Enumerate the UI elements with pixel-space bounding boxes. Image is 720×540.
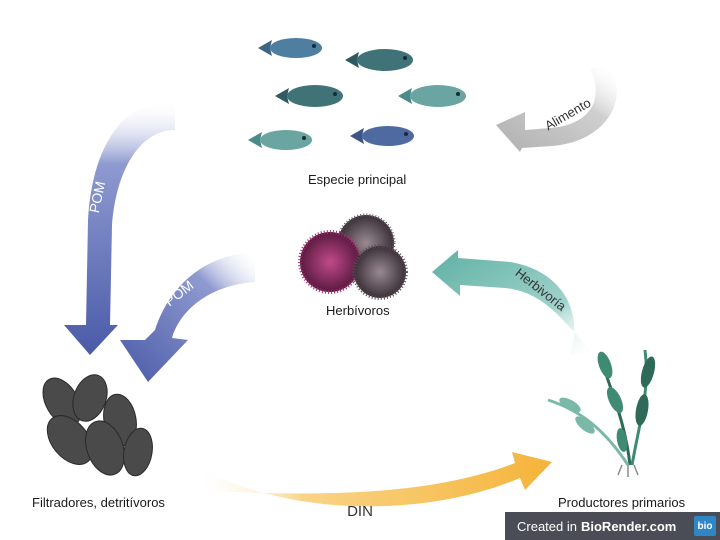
fish-4 (398, 85, 466, 107)
fish-5 (248, 130, 312, 150)
pom-inner-arrow (120, 252, 255, 382)
main-species-label: Especie principal (308, 172, 407, 187)
fish-1 (258, 38, 322, 58)
herbivores-label: Herbívoros (326, 303, 390, 318)
din-arrow (195, 452, 552, 507)
herbivory-arrow (432, 250, 595, 355)
din-arrow-label: DIN (347, 503, 373, 520)
fish-6 (350, 126, 414, 146)
food-arrow (496, 68, 617, 152)
fish-school (248, 38, 466, 150)
watermark-prefix: Created in (517, 518, 577, 534)
watermark-brand: BioRender.com (580, 518, 677, 534)
sea-urchins (298, 213, 408, 300)
mussels (42, 374, 153, 477)
primary-producers-label: Productores primarios (558, 495, 686, 510)
pom-outer-arrow (64, 100, 175, 355)
biorender-logo-icon: bio (694, 516, 716, 536)
fish-2 (345, 49, 413, 71)
fish-3 (275, 85, 343, 107)
biorender-watermark[interactable]: Created in BioRender.com bio (505, 512, 720, 540)
pom-outer-arrow-label: POM (86, 180, 108, 215)
filter-feeders-label: Filtradores, detritívoros (32, 495, 165, 510)
kelp (547, 349, 656, 477)
